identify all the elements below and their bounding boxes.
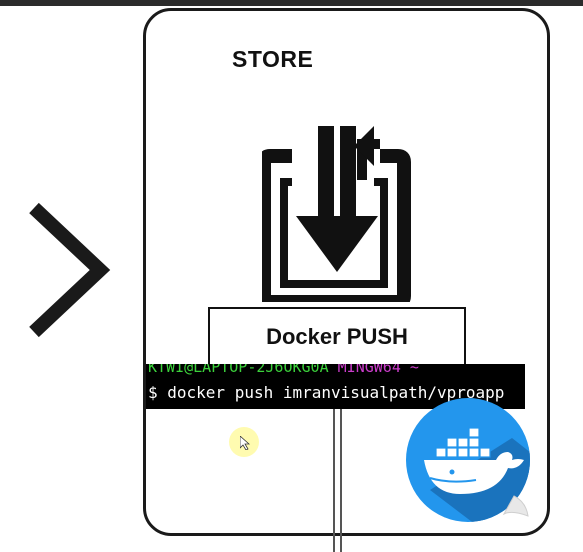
connector-line-right [340,409,342,552]
terminal-prompt-env: MINGW64 ~ [337,364,419,376]
terminal-strip: KTWI@LAPTOP-2J6OKG0A MINGW64 ~ $ docker … [146,364,525,409]
store-download-icon [262,126,411,302]
terminal-prompt-user: KTWI@LAPTOP-2J6OKG0A [148,364,329,376]
chevron-right-icon [29,202,111,338]
docker-whale-icon [406,398,530,522]
docker-push-text: Docker PUSH [266,324,408,349]
terminal-command: $ docker push imranvisualpath/vproapp [148,383,505,402]
connector-line-left [333,409,335,552]
top-bar [0,0,583,6]
store-title: STORE [232,46,314,72]
terminal-prompt-line: KTWI@LAPTOP-2J6OKG0A MINGW64 ~ [148,364,419,376]
mouse-cursor-icon [240,436,250,450]
docker-push-label: Docker PUSH [208,307,466,367]
